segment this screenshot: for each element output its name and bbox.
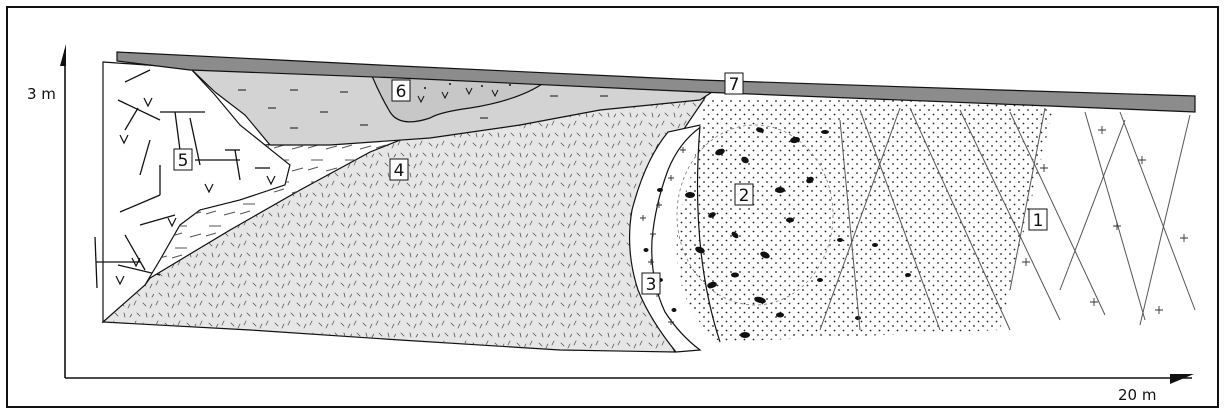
svg-text:1: 1 xyxy=(1033,211,1044,231)
svg-text:5: 5 xyxy=(178,151,189,171)
svg-text:6: 6 xyxy=(396,82,407,102)
unit-label-7: 7 xyxy=(725,73,743,95)
unit-label-4: 4 xyxy=(390,159,408,181)
unit-label-5: 5 xyxy=(174,149,192,171)
unit-label-1: 1 xyxy=(1029,209,1047,231)
unit-label-3: 3 xyxy=(642,273,660,295)
x-axis-arrow xyxy=(1170,374,1194,384)
svg-text:2: 2 xyxy=(739,186,750,206)
svg-text:3: 3 xyxy=(646,275,657,295)
svg-text:4: 4 xyxy=(394,161,405,181)
svg-text:7: 7 xyxy=(729,75,740,95)
unit-label-2: 2 xyxy=(735,184,753,206)
unit-label-6: 6 xyxy=(392,80,410,102)
y-axis-arrow xyxy=(60,44,66,66)
